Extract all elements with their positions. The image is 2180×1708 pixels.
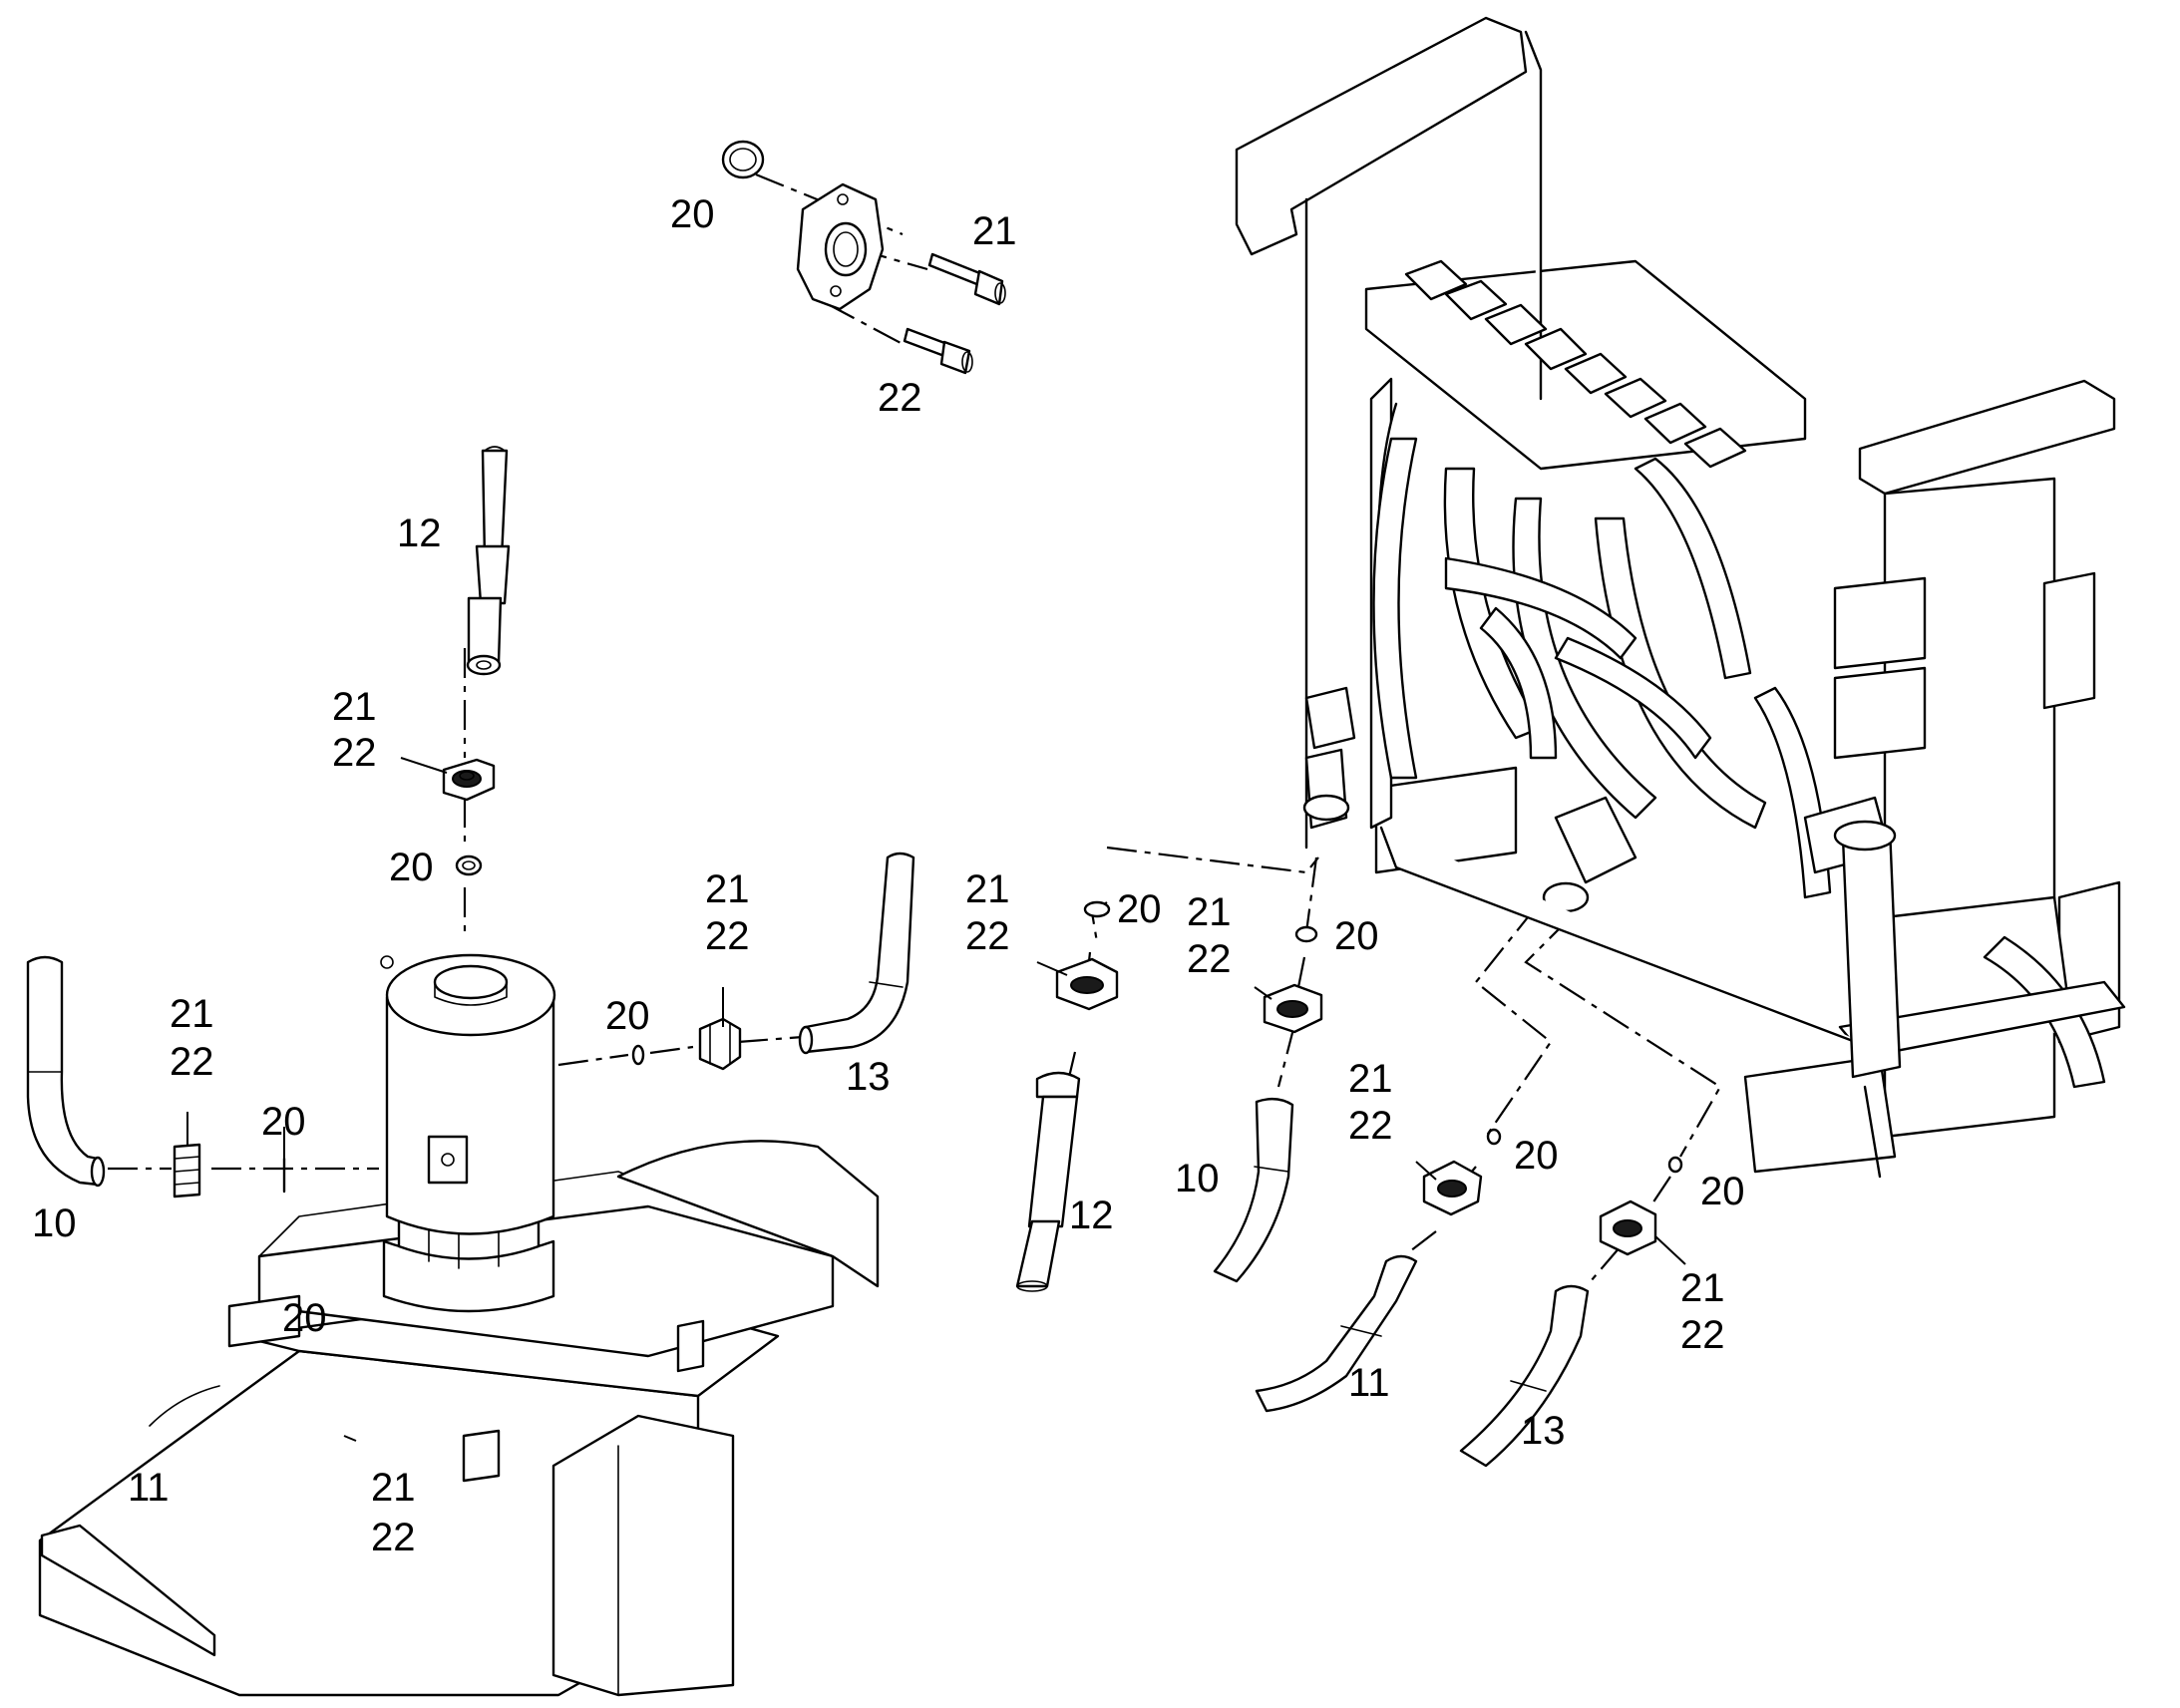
split-flange-21-22-left-right (698, 1017, 742, 1071)
split-flange-21-22-right-b (1263, 983, 1323, 1034)
callout-13-right: 13 (1521, 1409, 1566, 1453)
callout-22-right-b: 22 (1187, 937, 1232, 981)
callout-20-left-side: 20 (261, 1100, 306, 1144)
callout-22-right-d: 22 (1680, 1313, 1725, 1357)
split-flange-21-22-right-a (1055, 957, 1119, 1011)
callout-21-left-right: 21 (705, 867, 750, 911)
callout-20-right-a: 20 (1117, 887, 1162, 931)
o-ring-20-right-a (1083, 900, 1111, 918)
callout-12-right: 12 (1069, 1194, 1114, 1237)
callout-10-right: 10 (1175, 1157, 1220, 1200)
callout-21-right-a: 21 (965, 867, 1010, 911)
callout-11-right: 11 (1348, 1361, 1390, 1405)
callout-20-left-top: 20 (389, 846, 434, 889)
o-ring-20-top (721, 140, 765, 179)
o-ring-20-right-d (1667, 1156, 1683, 1174)
split-flange-half (796, 182, 885, 311)
hose-12-left (466, 446, 511, 676)
callout-11-left: 11 (128, 1466, 170, 1510)
o-ring-20-right-b (1294, 925, 1318, 943)
callout-21-left-bottom: 21 (371, 1466, 416, 1510)
callout-21-left-side: 21 (170, 992, 214, 1036)
hose-13-right (1459, 1284, 1590, 1468)
callout-20-right-c: 20 (1514, 1134, 1559, 1178)
callout-22-left-side: 22 (170, 1040, 214, 1084)
bolt-21-top (927, 252, 1006, 306)
callout-21-top: 21 (972, 209, 1017, 253)
hose-10-right (1213, 1097, 1294, 1283)
bolt-22-top (903, 327, 973, 375)
split-flange-21-22-left-top (442, 758, 496, 802)
swivel-cylinder (380, 953, 556, 1313)
callout-labels: 20 21 22 12 21 22 20 21 22 20 13 21 22 2… (32, 192, 1745, 1559)
callout-22-left-bottom: 22 (371, 1516, 416, 1559)
callout-20-right-b: 20 (1334, 914, 1379, 958)
callout-21-left-top: 21 (332, 685, 377, 729)
hose-10-left (26, 955, 106, 1188)
hose-12-right (1015, 1071, 1081, 1292)
o-ring-20-right-c (1486, 1128, 1502, 1146)
split-flange-21-22-left-side (173, 1143, 201, 1198)
callout-pointers (186, 757, 1686, 1442)
callout-12-left: 12 (397, 512, 442, 555)
valve-frame-assembly (1235, 16, 2126, 1179)
hose-11-right (1255, 1254, 1418, 1413)
callout-22-top: 22 (878, 376, 922, 420)
callout-13-left: 13 (846, 1055, 891, 1099)
callout-22-right-c: 22 (1348, 1104, 1393, 1148)
callout-20-left-bottom: 20 (282, 1296, 327, 1340)
callout-21-right-b: 21 (1187, 890, 1232, 934)
split-flange-21-22-right-c (1422, 1160, 1483, 1216)
hose-13-left (798, 852, 915, 1055)
callout-21-right-d: 21 (1680, 1266, 1725, 1310)
o-ring-20-left-right (631, 1044, 645, 1066)
callout-22-right-a: 22 (965, 914, 1010, 958)
callout-22-left-top: 22 (332, 731, 377, 775)
callout-21-right-c: 21 (1348, 1057, 1393, 1101)
callout-22-left-right: 22 (705, 914, 750, 958)
split-flange-21-22-right-d (1599, 1199, 1657, 1256)
callout-20-right-d: 20 (1700, 1170, 1745, 1213)
callout-20-top: 20 (670, 192, 715, 236)
o-ring-20-left-top (455, 854, 483, 876)
manifold-blocks (1404, 259, 1747, 469)
callout-10-left: 10 (32, 1201, 77, 1245)
callout-20-left-right: 20 (605, 994, 650, 1038)
